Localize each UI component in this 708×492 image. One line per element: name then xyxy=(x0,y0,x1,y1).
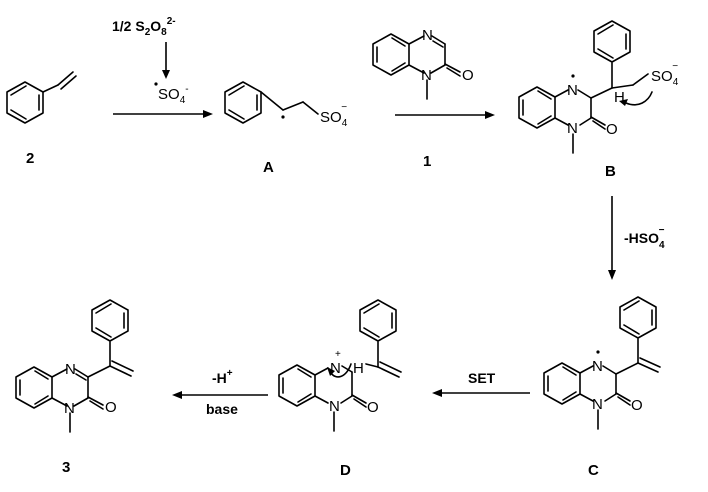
D-N4: N xyxy=(330,360,341,377)
intermediate-B-structure xyxy=(518,20,653,154)
svg-text:1/2 S2O82-: 1/2 S2O82- xyxy=(112,16,176,38)
label-quinoxalinone: 1 xyxy=(423,153,431,170)
styrene-structure xyxy=(6,71,77,124)
product-3-structure xyxy=(15,299,134,433)
B-H: H xyxy=(614,89,625,106)
D-N1: N xyxy=(329,398,340,415)
B-O: O xyxy=(606,121,618,138)
B-N4: N xyxy=(567,82,578,99)
arrow-C-to-D-head xyxy=(432,389,442,397)
quinoxalinone-O: O xyxy=(462,67,474,84)
product-O: O xyxy=(105,399,117,416)
D-plus-charge: + xyxy=(335,349,341,360)
label-B: B xyxy=(605,163,616,180)
radical-A-structure xyxy=(224,81,319,124)
quinoxalinone-N1: N xyxy=(421,67,432,84)
quinoxalinone-structure xyxy=(372,33,461,100)
persulfate-reagent: 1/2 S2O82- xyxy=(112,16,176,38)
intermediate-D-structure xyxy=(278,299,402,432)
D-H: H xyxy=(353,360,364,377)
arrow-B-to-C-head xyxy=(608,270,616,280)
C-O: O xyxy=(631,397,643,414)
activation-arrow-head xyxy=(162,70,170,79)
arrow-D-to-3-head xyxy=(172,391,182,399)
deprotonation-label: -H+ xyxy=(212,368,233,386)
product-N1: N xyxy=(64,400,75,417)
label-C: C xyxy=(588,462,599,479)
B-sulfate: SO4− xyxy=(651,61,679,88)
arrow-styrene-to-A-head xyxy=(203,110,213,118)
base-label: base xyxy=(206,401,238,417)
radical-dot xyxy=(154,82,158,86)
label-D: D xyxy=(340,462,351,479)
C-N4: N xyxy=(592,358,603,375)
C-radical-dot xyxy=(596,350,600,354)
elimination-reagent: -HSO4− xyxy=(624,225,665,251)
C-N1: N xyxy=(592,396,603,413)
intermediate-C-structure xyxy=(543,296,661,430)
label-product: 3 xyxy=(62,459,70,476)
sulfate-radical: SO4- xyxy=(158,84,189,106)
product-N4: N xyxy=(65,361,76,378)
A-sulfate: SO4− xyxy=(320,102,348,129)
set-label: SET xyxy=(468,370,496,386)
B-N1: N xyxy=(567,120,578,137)
label-styrene: 2 xyxy=(26,150,34,167)
D-O: O xyxy=(367,399,379,416)
quinoxalinone-N4: N xyxy=(422,27,433,44)
label-A: A xyxy=(263,159,274,176)
arrow-A-to-B-head xyxy=(485,111,495,119)
B-radical-dot xyxy=(571,74,575,78)
